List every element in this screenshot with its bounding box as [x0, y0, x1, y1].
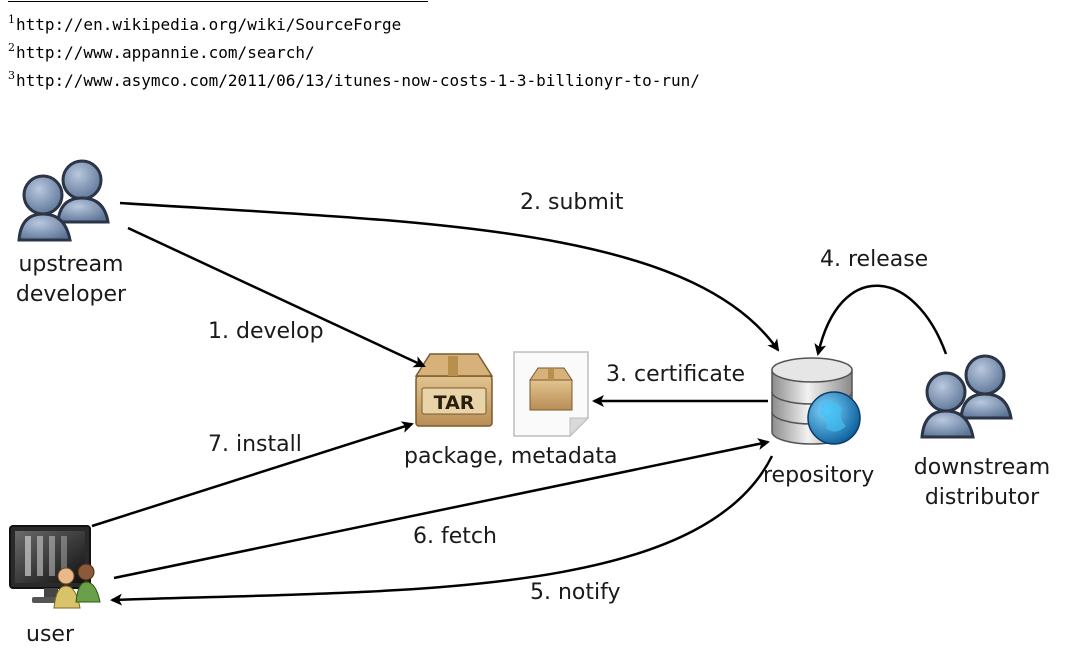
- footnote-2: 2http://www.appannie.com/search/: [8, 38, 315, 63]
- repository-label: repository: [763, 463, 875, 488]
- downstream-line1: downstream: [913, 455, 1051, 480]
- upstream-developer-label: upstream developer: [8, 250, 134, 310]
- edge-submit: [119, 201, 780, 352]
- user-computer-icon: [9, 525, 101, 609]
- edge-develop: [127, 226, 426, 368]
- metadata-document-icon: [513, 351, 590, 438]
- footnote-mark: 2: [8, 41, 15, 54]
- edge-label-certificate: 3. certificate: [606, 362, 745, 387]
- edge-install: [91, 421, 414, 528]
- edge-notify: [110, 455, 774, 606]
- downstream-line2: distributor: [924, 485, 1040, 510]
- edge-label-develop: 1. develop: [208, 319, 324, 344]
- footnote-url: http://www.asymco.com/2011/06/13/itunes-…: [16, 71, 700, 90]
- repository-database-icon: [771, 357, 861, 445]
- footnote-url: http://www.appannie.com/search/: [16, 43, 315, 62]
- edge-fetch: [113, 438, 770, 580]
- footnote-1: 1http://en.wikipedia.org/wiki/SourceForg…: [8, 10, 401, 35]
- footnote-url: http://en.wikipedia.org/wiki/SourceForge: [16, 15, 402, 34]
- footnote-mark: 1: [8, 13, 15, 26]
- footnote-rule: [8, 1, 428, 2]
- user-label: user: [26, 622, 74, 647]
- upstream-line2: developer: [15, 282, 127, 307]
- tar-text: TAR: [434, 392, 475, 414]
- edge-label-fetch: 6. fetch: [413, 524, 497, 549]
- tar-package-icon: TAR: [414, 353, 494, 427]
- edge-label-notify: 5. notify: [530, 580, 621, 605]
- package-metadata-label: package, metadata: [404, 444, 618, 469]
- edge-label-release: 4. release: [820, 247, 929, 272]
- downstream-distributor-label: downstream distributor: [908, 453, 1056, 513]
- edge-release: [814, 284, 948, 356]
- upstream-line1: upstream: [18, 252, 124, 277]
- downstream-distributor-icon: [920, 354, 1013, 439]
- edge-label-submit: 2. submit: [520, 190, 624, 215]
- footnote-3: 3http://www.asymco.com/2011/06/13/itunes…: [8, 66, 700, 91]
- upstream-developer-icon: [17, 159, 110, 242]
- footnote-mark: 3: [8, 69, 15, 82]
- edge-label-install: 7. install: [208, 432, 302, 457]
